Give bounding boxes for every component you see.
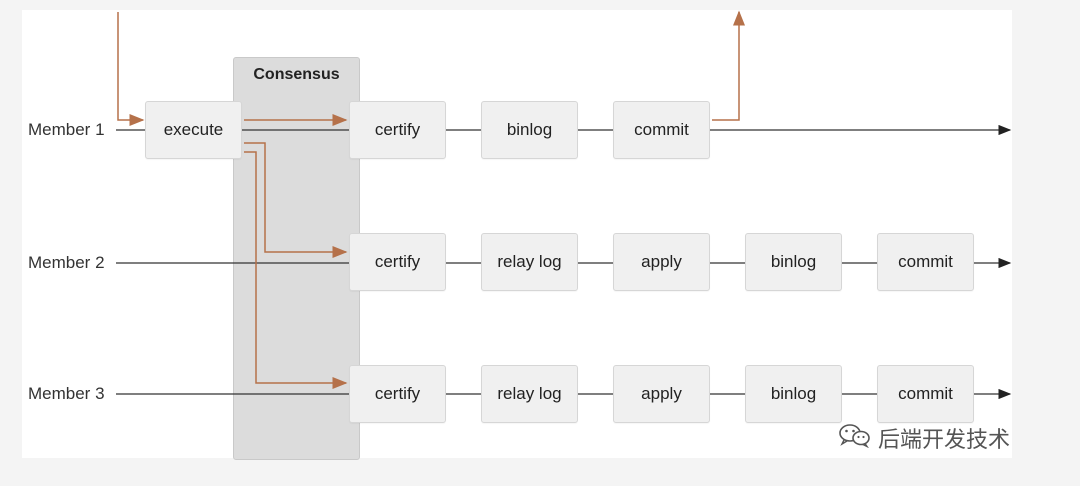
consensus-label: Consensus xyxy=(253,66,340,83)
client-request-arrow xyxy=(117,12,145,126)
watermark: 后端开发技术 xyxy=(838,422,1011,454)
member-1-commit-box: commit xyxy=(613,101,710,159)
member-2-label: Member 2 xyxy=(28,253,105,272)
member-3-label: Member 3 xyxy=(28,384,105,403)
member-1-binlog-box: binlog xyxy=(481,101,578,159)
member-3-apply-box: apply xyxy=(613,365,710,423)
member-2-apply-box: apply xyxy=(613,233,710,291)
member-2-binlog-box: binlog xyxy=(745,233,842,291)
watermark-text: 后端开发技术 xyxy=(878,427,1011,452)
member-1-label: Member 1 xyxy=(28,120,105,139)
wechat-icon xyxy=(838,422,872,454)
member-1-certify-box: certify xyxy=(349,101,446,159)
member-3-relay-log-box: relay log xyxy=(481,365,578,423)
member-3-certify-box: certify xyxy=(349,365,446,423)
member-2-commit-box: commit xyxy=(877,233,974,291)
member-3-binlog-box: binlog xyxy=(745,365,842,423)
execute-to-certify-2-arrow xyxy=(244,142,348,258)
member-2-certify-box: certify xyxy=(349,233,446,291)
member-3-commit-box: commit xyxy=(877,365,974,423)
commit-response-arrow xyxy=(712,10,745,121)
member-1-execute-box: execute xyxy=(145,101,242,159)
member-2-relay-log-box: relay log xyxy=(481,233,578,291)
execute-to-certify-3-arrow xyxy=(244,151,348,389)
